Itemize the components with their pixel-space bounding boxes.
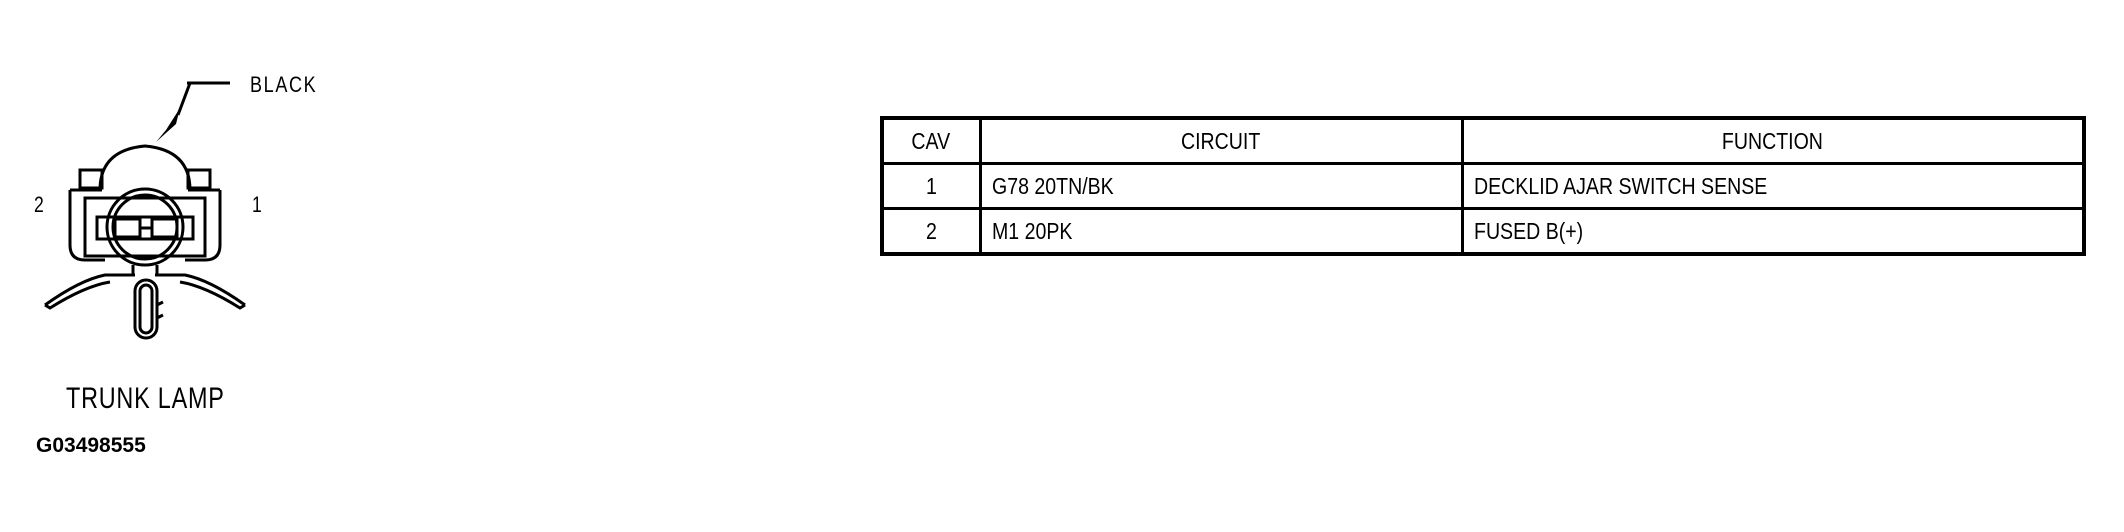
header-circuit: CIRCUIT <box>978 116 1464 165</box>
trunk-lamp-connector-icon <box>44 81 246 340</box>
header-circuit-text: CIRCUIT <box>1181 127 1261 154</box>
connector-color-label: BLACK <box>250 72 318 97</box>
header-function: FUNCTION <box>1460 116 2086 165</box>
connector-caption: TRUNK LAMP <box>66 382 225 415</box>
header-cav: CAV <box>880 116 982 165</box>
pinout-table: CAV CIRCUIT FUNCTION 1 G78 20TN/BK DECKL… <box>880 116 2086 256</box>
cav-value: 2 <box>925 217 937 244</box>
header-function-text: FUNCTION <box>1722 127 1824 154</box>
cav-value: 1 <box>925 172 937 199</box>
pin-2-label: 2 <box>34 192 44 217</box>
pin-1-label: 1 <box>252 192 262 217</box>
circuit-value: M1 20PK <box>991 217 1072 244</box>
table-header-row: CAV CIRCUIT FUNCTION <box>880 116 2086 165</box>
table-row: 1 G78 20TN/BK DECKLID AJAR SWITCH SENSE <box>880 162 2086 210</box>
cell-circuit: G78 20TN/BK <box>978 162 1464 210</box>
cell-cav: 2 <box>880 207 982 256</box>
table-row: 2 M1 20PK FUSED B(+) <box>880 207 2086 256</box>
figure-id: G03498555 <box>36 434 146 457</box>
circuit-value: G78 20TN/BK <box>991 172 1114 199</box>
header-cav-text: CAV <box>911 127 951 154</box>
function-value: FUSED B(+) <box>1473 217 1583 244</box>
cell-cav: 1 <box>880 162 982 210</box>
cell-function: FUSED B(+) <box>1460 207 2086 256</box>
cell-circuit: M1 20PK <box>978 207 1464 256</box>
function-value: DECKLID AJAR SWITCH SENSE <box>1473 172 1767 199</box>
cell-function: DECKLID AJAR SWITCH SENSE <box>1460 162 2086 210</box>
